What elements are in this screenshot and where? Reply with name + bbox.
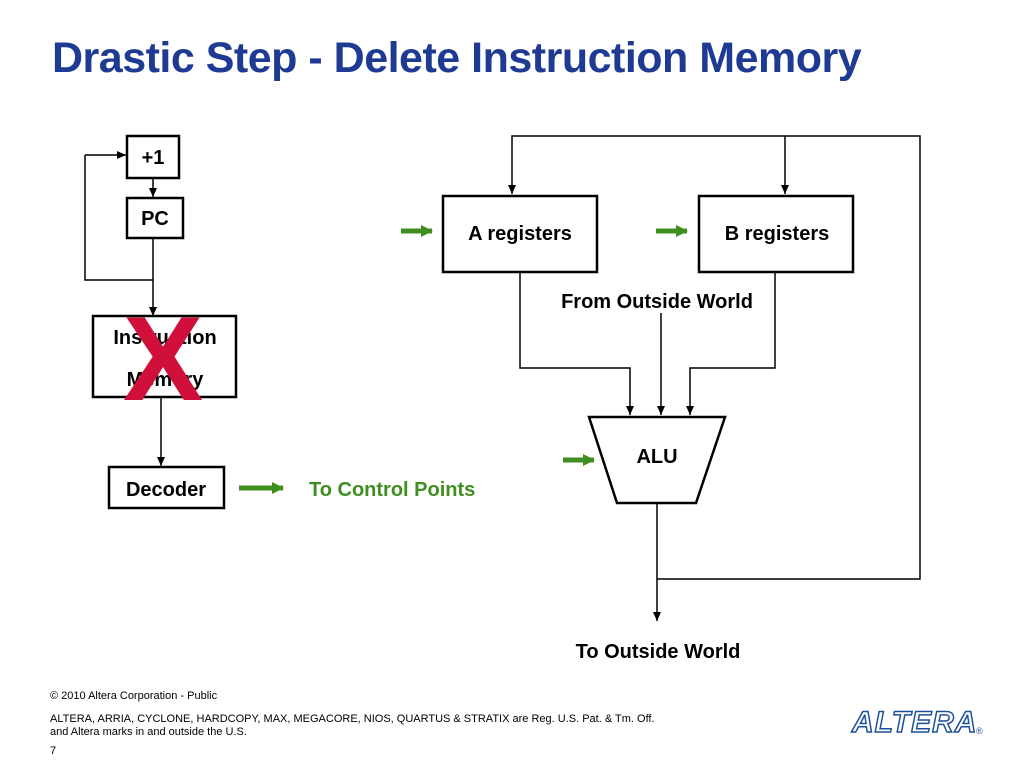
slide-title: Drastic Step - Delete Instruction Memory bbox=[52, 34, 862, 82]
decoder-box bbox=[107, 465, 226, 510]
a-registers-label: A registers bbox=[468, 223, 572, 245]
delete-x-mark: X bbox=[123, 292, 203, 426]
trademark-line2: and Altera marks in and outside the U.S. bbox=[50, 726, 247, 738]
alu-shape bbox=[587, 415, 727, 505]
alu-feedback-to-a-wire bbox=[508, 135, 921, 580]
instruction-memory-box bbox=[91, 314, 238, 399]
copyright-text: © 2010 Altera Corporation - Public bbox=[50, 690, 218, 702]
decoder-label: Decoder bbox=[126, 479, 206, 501]
a-to-alu-arrow bbox=[519, 273, 634, 415]
plus-one-box bbox=[125, 134, 181, 180]
page-number: 7 bbox=[50, 745, 57, 757]
b-to-alu-arrow bbox=[686, 273, 776, 415]
to-outside-world-label: To Outside World bbox=[576, 641, 741, 663]
instruction-memory-label-line1: Instruction bbox=[113, 327, 216, 349]
instruction-memory-label-line2: Memory bbox=[127, 369, 205, 391]
from-outside-world-label: From Outside World bbox=[561, 291, 753, 313]
pc-box bbox=[125, 196, 185, 240]
alu-label: ALU bbox=[636, 446, 677, 468]
to-control-points-label: To Control Points bbox=[309, 479, 475, 501]
logo-registered-mark: ® bbox=[976, 726, 983, 736]
altera-logo: ALTERA bbox=[851, 705, 978, 740]
pc-label: PC bbox=[141, 208, 169, 230]
b-registers-box bbox=[697, 194, 855, 274]
trademark-line1: ALTERA, ARRIA, CYCLONE, HARDCOPY, MAX, M… bbox=[50, 713, 655, 725]
plus-one-label: +1 bbox=[142, 147, 165, 169]
b-registers-label: B registers bbox=[725, 223, 830, 245]
pc-feedback-wire bbox=[84, 155, 153, 281]
a-registers-box bbox=[441, 194, 599, 274]
